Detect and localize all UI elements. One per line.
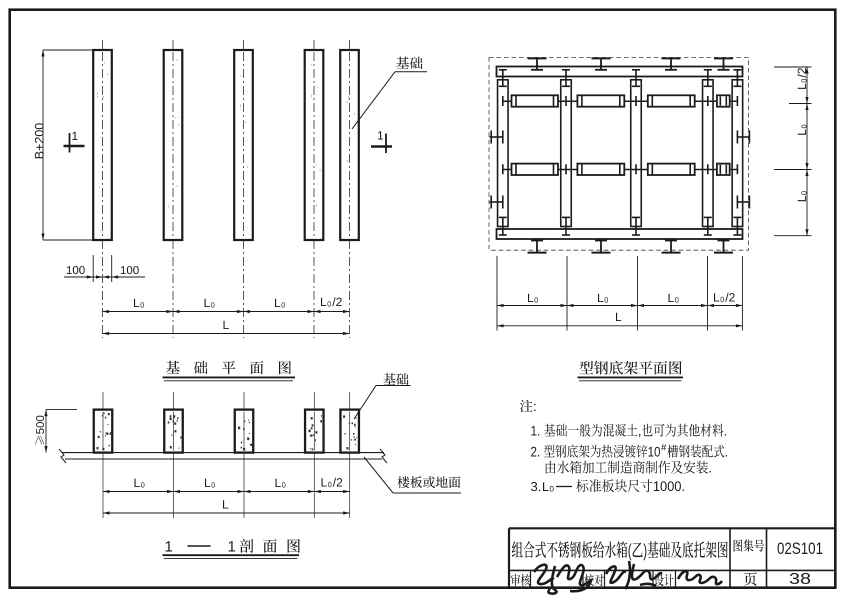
svg-text:02S101: 02S101 xyxy=(777,539,823,558)
svg-text:38: 38 xyxy=(789,571,811,588)
